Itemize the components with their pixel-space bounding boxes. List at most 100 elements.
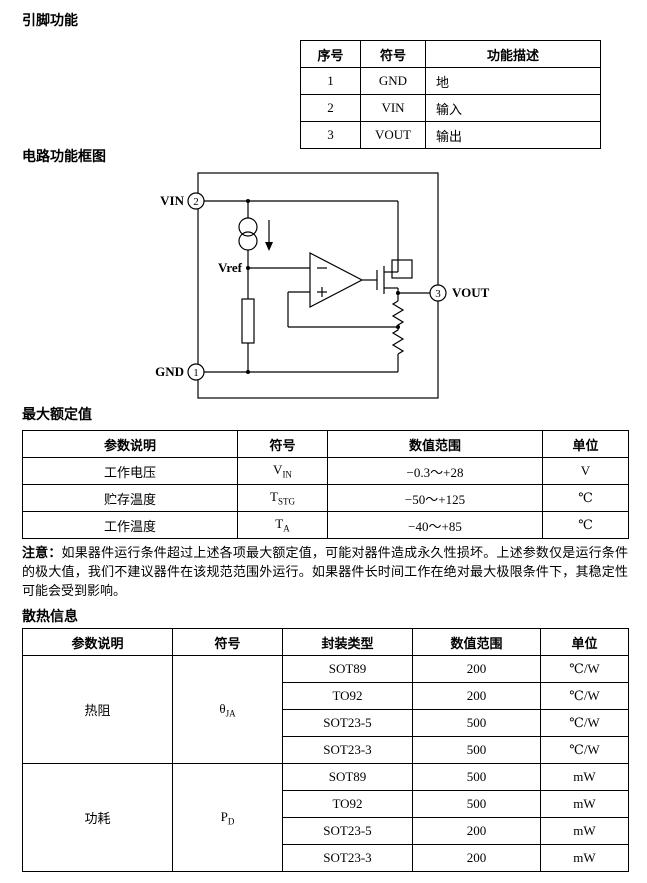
table-header-row: 参数说明 符号 封装类型 数值范围 单位 xyxy=(22,628,629,656)
param-cell: 功耗 xyxy=(22,763,173,872)
vout-label: VOUT xyxy=(452,285,490,300)
symbol-cell: TSTG xyxy=(237,484,328,512)
resistor-icon xyxy=(241,298,255,344)
package-cell: SOT23-5 xyxy=(282,817,413,845)
param-cell: 工作电压 xyxy=(22,457,238,485)
unit-cell: ℃/W xyxy=(540,655,629,683)
table-header-row: 参数说明 符号 数值范围 单位 xyxy=(22,430,629,458)
vout-pin-circle xyxy=(429,284,447,302)
range-cell: −0.3～+28 xyxy=(327,457,543,485)
pin-sym-cell: VIN xyxy=(360,94,426,122)
unit-cell: mW xyxy=(540,844,629,872)
circuit-block-diagram: 2 1 3 VIN GND VOUT Vref xyxy=(0,168,647,404)
value-cell: 200 xyxy=(412,655,541,683)
symbol-cell: θJA xyxy=(172,655,283,764)
unit-cell: mW xyxy=(540,763,629,791)
max-ratings-table: 参数说明 符号 数值范围 单位 工作电压 VIN −0.3～+28 V 贮存温度… xyxy=(22,430,629,539)
unit-cell: mW xyxy=(540,817,629,845)
symbol-cell: PD xyxy=(172,763,283,872)
pin-no-cell: 2 xyxy=(300,94,361,122)
value-cell: 200 xyxy=(412,817,541,845)
block-diagram-heading: 电路功能框图 xyxy=(22,150,106,165)
col-header-range: 数值范围 xyxy=(327,430,543,458)
unit-cell: ℃/W xyxy=(540,709,629,737)
col-header-sym: 符号 xyxy=(172,628,283,656)
col-header-param: 参数说明 xyxy=(22,430,238,458)
table-row: 工作温度 TA −40～+85 ℃ xyxy=(22,511,629,539)
unit-cell: ℃/W xyxy=(540,682,629,710)
table-row: 热阻 θJA SOT89 200 ℃/W xyxy=(22,655,629,764)
table-row: SOT23-5 500 ℃/W xyxy=(23,709,629,737)
pin-function-heading: 引脚功能 xyxy=(22,14,78,29)
param-cell: 贮存温度 xyxy=(22,484,238,512)
current-arrow-icon xyxy=(265,220,273,251)
value-cell: 500 xyxy=(412,790,541,818)
unit-cell: ℃ xyxy=(542,484,629,512)
table-row: 功耗 PD SOT89 500 mW xyxy=(22,763,629,872)
table-row: 2 VIN 输入 xyxy=(300,94,601,122)
package-cell: SOT89 xyxy=(282,763,413,791)
symbol-cell: VIN xyxy=(237,457,328,485)
package-cell: SOT23-3 xyxy=(282,736,413,764)
unit-cell: V xyxy=(542,457,629,485)
gnd-pin-number: 1 xyxy=(193,367,199,379)
caution-note-text: 如果器件运行条件超过上述各项最大额定值，可能对器件造成永久性损坏。上述参数仅是运… xyxy=(22,545,628,598)
package-cell: SOT23-5 xyxy=(282,709,413,737)
circuit-svg: 2 1 3 VIN GND VOUT Vref xyxy=(155,172,490,399)
pin-desc-cell: 输出 xyxy=(425,121,601,149)
table-row: TO92 200 ℃/W xyxy=(23,682,629,710)
col-header-param: 参数说明 xyxy=(22,628,173,656)
pin-desc-cell: 输入 xyxy=(425,94,601,122)
pin-desc-cell: 地 xyxy=(425,67,601,95)
table-row: SOT23-3 200 mW xyxy=(23,844,629,872)
unit-cell: ℃/W xyxy=(540,736,629,764)
range-cell: −40～+85 xyxy=(327,511,543,539)
param-cell: 工作温度 xyxy=(22,511,238,539)
package-cell: TO92 xyxy=(282,790,413,818)
col-header-desc: 功能描述 xyxy=(425,40,601,68)
gnd-label: GND xyxy=(155,364,184,379)
unit-cell: mW xyxy=(540,790,629,818)
pin-no-cell: 3 xyxy=(300,121,361,149)
col-header-sym: 符号 xyxy=(360,40,426,68)
col-header-sym: 符号 xyxy=(237,430,328,458)
thermal-info-table: 参数说明 符号 封装类型 数值范围 单位 热阻 θJA SOT89 200 ℃/… xyxy=(22,628,629,872)
pin-sym-cell: VOUT xyxy=(360,121,426,149)
symbol-cell: TA xyxy=(237,511,328,539)
caution-note: 注意：如果器件运行条件超过上述各项最大额定值，可能对器件造成永久性损坏。上述参数… xyxy=(22,543,628,600)
gnd-pin-circle xyxy=(187,363,205,381)
max-ratings-heading: 最大额定值 xyxy=(22,408,92,423)
package-cell: TO92 xyxy=(282,682,413,710)
vref-label: Vref xyxy=(218,260,243,275)
vout-pin-number: 3 xyxy=(435,288,441,300)
package-cell: SOT23-3 xyxy=(282,844,413,872)
caution-note-label: 注意： xyxy=(22,545,62,560)
range-cell: −50～+125 xyxy=(327,484,543,512)
thermal-info-heading: 散热信息 xyxy=(22,610,78,625)
table-row: SOT23-3 500 ℃/W xyxy=(23,736,629,764)
col-header-unit: 单位 xyxy=(542,430,629,458)
table-row: TO92 500 mW xyxy=(23,790,629,818)
value-cell: 200 xyxy=(412,844,541,872)
col-header-range: 数值范围 xyxy=(412,628,541,656)
package-cell: SOT89 xyxy=(282,655,413,683)
col-header-unit: 单位 xyxy=(540,628,629,656)
vin-pin-number: 2 xyxy=(193,196,199,208)
pin-no-cell: 1 xyxy=(300,67,361,95)
pin-sym-cell: GND xyxy=(360,67,426,95)
pin-function-table: 序号 符号 功能描述 1 GND 地 2 VIN 输入 3 VOUT 输出 xyxy=(300,40,601,149)
table-header-row: 序号 符号 功能描述 xyxy=(300,40,601,68)
opamp-icon xyxy=(309,252,364,308)
vin-label: VIN xyxy=(160,193,184,208)
feedback-resistor-icon xyxy=(391,293,405,372)
value-cell: 200 xyxy=(412,682,541,710)
table-row: 1 GND 地 xyxy=(300,67,601,95)
table-row: 工作电压 VIN −0.3～+28 V xyxy=(22,457,629,485)
table-row: 贮存温度 TSTG −50～+125 ℃ xyxy=(22,484,629,512)
value-cell: 500 xyxy=(412,709,541,737)
table-row: 3 VOUT 输出 xyxy=(300,121,601,149)
unit-cell: ℃ xyxy=(542,511,629,539)
value-cell: 500 xyxy=(412,736,541,764)
col-header-package: 封装类型 xyxy=(282,628,413,656)
mosfet-icon xyxy=(376,259,413,294)
